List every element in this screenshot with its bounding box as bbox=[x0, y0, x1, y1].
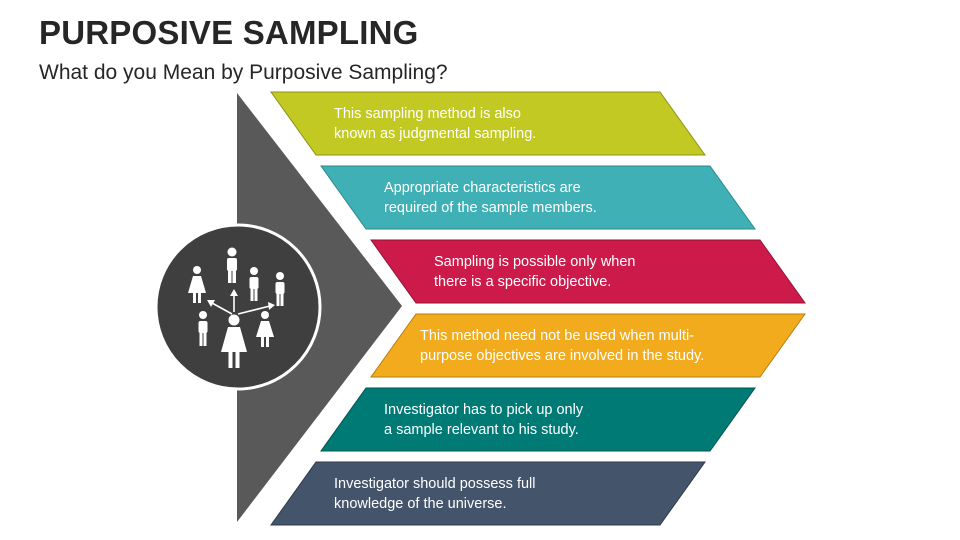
band-1-line-2: known as judgmental sampling. bbox=[334, 126, 537, 142]
band-1 bbox=[270, 91, 706, 156]
band-2-line-2: required of the sample members. bbox=[384, 200, 597, 216]
band-4-line-2: purpose objectives are involved in the s… bbox=[420, 348, 705, 364]
band-2 bbox=[320, 165, 756, 230]
band-6 bbox=[270, 461, 706, 526]
page-title: PURPOSIVE SAMPLING bbox=[39, 14, 419, 51]
band-5-text: Investigator has to pick up only a sampl… bbox=[384, 400, 583, 440]
band-4 bbox=[370, 313, 806, 378]
people-network-icon bbox=[188, 247, 285, 368]
band-4-text: This method need not be used when multi-… bbox=[420, 326, 704, 366]
band-2-line-1: Appropriate characteristics are bbox=[384, 180, 581, 196]
band-6-line-1: Investigator should possess full bbox=[334, 476, 536, 492]
band-3-text: Sampling is possible only when there is … bbox=[434, 252, 636, 292]
band-5-line-2: a sample relevant to his study. bbox=[384, 422, 579, 438]
band-1-line-1: This sampling method is also bbox=[334, 106, 521, 122]
band-2-text: Appropriate characteristics are required… bbox=[384, 178, 597, 218]
page-subtitle: What do you Mean by Purposive Sampling? bbox=[39, 61, 448, 84]
band-4-line-1: This method need not be used when multi- bbox=[420, 328, 695, 344]
band-5 bbox=[320, 387, 756, 452]
band-3-line-1: Sampling is possible only when bbox=[434, 254, 636, 270]
band-5-line-1: Investigator has to pick up only bbox=[384, 402, 584, 418]
band-3-line-2: there is a specific objective. bbox=[434, 274, 612, 290]
band-6-text: Investigator should possess full knowled… bbox=[334, 474, 536, 514]
band-3 bbox=[370, 239, 806, 304]
band-6-line-2: knowledge of the universe. bbox=[334, 496, 507, 512]
band-1-text: This sampling method is also known as ju… bbox=[334, 104, 536, 144]
